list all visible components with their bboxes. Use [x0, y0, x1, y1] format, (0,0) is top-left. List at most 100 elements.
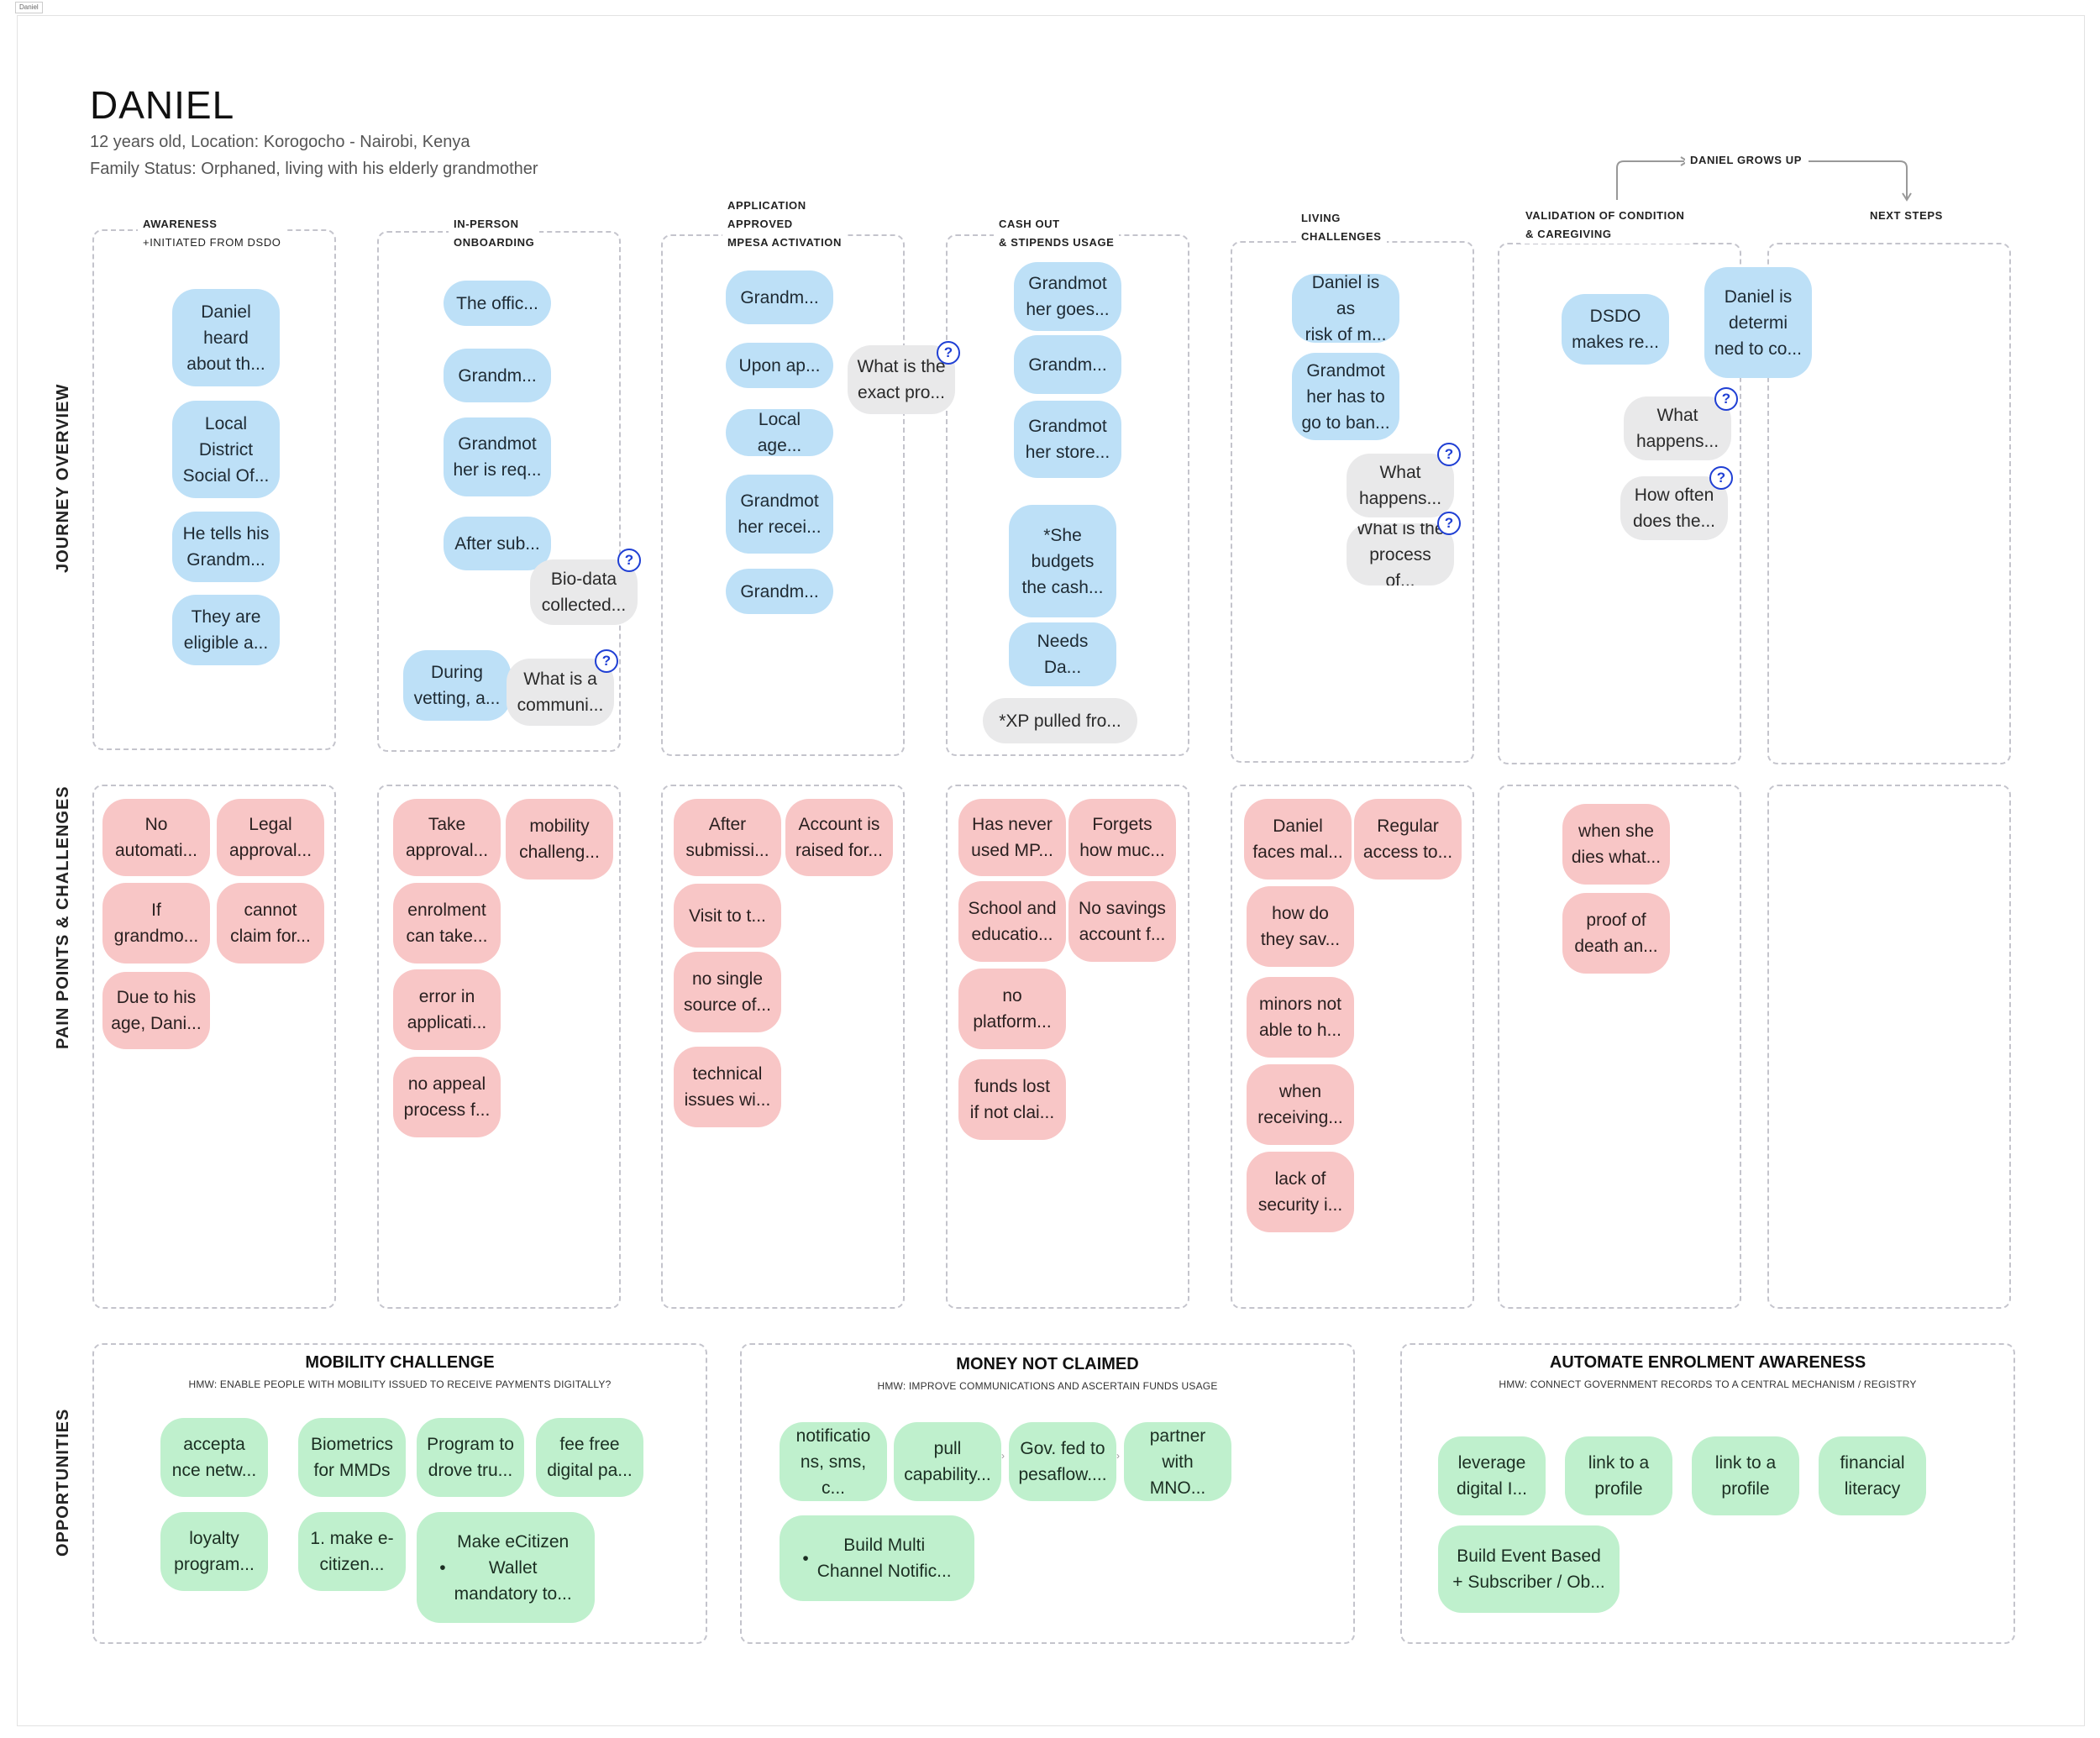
- stage-header-validation: VALIDATION OF CONDITION & CAREGIVING: [1520, 207, 1690, 244]
- question-icon: ?: [1714, 387, 1738, 411]
- pain-card[interactable]: No automati...: [102, 799, 210, 876]
- journey-card[interactable]: He tells his Grandm...: [172, 512, 280, 582]
- pain-card[interactable]: no single source of...: [674, 952, 781, 1032]
- opportunity-card[interactable]: pull capability...: [894, 1422, 1001, 1501]
- journey-card[interactable]: Grandm...: [444, 349, 551, 402]
- pain-card[interactable]: proof of death an...: [1562, 893, 1670, 974]
- opportunity-card[interactable]: Biometrics for MMDs: [298, 1418, 406, 1497]
- pain-card[interactable]: Daniel faces mal...: [1244, 799, 1352, 880]
- journey-card[interactable]: Daniel is as risk of m...: [1292, 274, 1399, 343]
- question-icon: ?: [1709, 466, 1733, 490]
- pain-card[interactable]: Take approval...: [393, 799, 501, 876]
- journey-card[interactable]: The offic...: [444, 281, 551, 326]
- pain-card[interactable]: technical issues wi...: [674, 1047, 781, 1127]
- journey-card[interactable]: Local District Social Of...: [172, 401, 280, 498]
- pain-card[interactable]: minors not able to h...: [1247, 977, 1354, 1058]
- pain-card[interactable]: no platform...: [958, 969, 1066, 1049]
- journey-card[interactable]: During vetting, a...: [403, 650, 511, 721]
- opportunity-card[interactable]: leverage digital I...: [1438, 1436, 1546, 1515]
- connector-arrow: ›: [1116, 1450, 1120, 1462]
- question-icon: ?: [1437, 512, 1461, 535]
- stage-header-living: LIVING CHALLENGES: [1296, 209, 1387, 246]
- opportunity-card[interactable]: Build Event Based + Subscriber / Ob...: [1438, 1525, 1620, 1613]
- question-card[interactable]: What happens...: [1347, 454, 1454, 517]
- pain-card[interactable]: Has never used MP...: [958, 799, 1066, 876]
- opportunity-card[interactable]: fee free digital pa...: [536, 1418, 643, 1497]
- pain-card[interactable]: Regular access to...: [1354, 799, 1462, 880]
- opportunity-card[interactable]: Program to drove tru...: [417, 1418, 524, 1497]
- opportunity-card[interactable]: notificatio ns, sms, c...: [780, 1422, 887, 1501]
- journey-card[interactable]: They are eligible a...: [172, 595, 280, 665]
- journey-card[interactable]: Grandmot her has to go to ban...: [1292, 353, 1399, 440]
- question-card[interactable]: What is a communi...: [507, 659, 614, 726]
- journey-card[interactable]: Upon ap...: [726, 343, 833, 388]
- persona-name: DANIEL: [90, 83, 235, 127]
- pain-card[interactable]: error in applicati...: [393, 969, 501, 1050]
- pain-card[interactable]: Forgets how muc...: [1068, 799, 1176, 876]
- pain-card[interactable]: Account is raised for...: [785, 799, 893, 876]
- pain-card[interactable]: how do they sav...: [1247, 886, 1354, 967]
- opportunity-hmw: HMW: IMPROVE COMMUNICATIONS AND ASCERTAI…: [877, 1380, 1218, 1392]
- opportunity-automate-enrolment: AUTOMATE ENROLMENT AWARENESS HMW: CONNEC…: [1400, 1343, 2015, 1644]
- journey-card[interactable]: Local age...: [726, 409, 833, 456]
- pain-card[interactable]: If grandmo...: [102, 883, 210, 964]
- opportunity-card[interactable]: loyalty program...: [160, 1512, 268, 1591]
- stage-living-pain: [1231, 785, 1474, 1309]
- grows-up-label: DANIEL GROWS UP: [1685, 154, 1807, 166]
- journey-card[interactable]: Grandmot her goes...: [1014, 262, 1121, 331]
- stage-approval-pain: [661, 785, 905, 1309]
- pain-card[interactable]: Due to his age, Dani...: [102, 972, 210, 1049]
- journey-card[interactable]: Grandm...: [726, 569, 833, 614]
- question-card[interactable]: What happens...: [1624, 396, 1731, 460]
- pain-card[interactable]: No savings account f...: [1068, 881, 1176, 962]
- question-icon: ?: [617, 549, 641, 572]
- pain-card[interactable]: enrolment can take...: [393, 883, 501, 964]
- question-card[interactable]: How often does the...: [1620, 476, 1728, 540]
- pain-card[interactable]: mobility challeng...: [506, 799, 613, 880]
- opportunity-card[interactable]: Gov. fed to pesaflow....: [1009, 1422, 1116, 1501]
- question-icon: ?: [937, 341, 960, 365]
- journey-card[interactable]: Daniel heard about th...: [172, 289, 280, 386]
- opportunity-card[interactable]: 1. make e- citizen...: [298, 1512, 406, 1591]
- opportunity-card[interactable]: accepta nce netw...: [160, 1418, 268, 1497]
- stage-header-approval: APPLICATION APPROVED MPESA ACTIVATION: [722, 197, 847, 252]
- journey-card[interactable]: Daniel is determi ned to co...: [1704, 267, 1812, 378]
- row-label-journey: JOURNEY OVERVIEW: [54, 383, 72, 573]
- stage-header-onboarding: IN-PERSON ONBOARDING: [449, 215, 540, 252]
- journey-card[interactable]: Grandm...: [726, 270, 833, 324]
- journey-card[interactable]: Grandmot her is req...: [444, 417, 551, 496]
- pain-card[interactable]: Visit to t...: [674, 884, 781, 948]
- pain-card[interactable]: when she dies what...: [1562, 804, 1670, 885]
- journey-card[interactable]: Needs Da...: [1009, 622, 1116, 686]
- journey-card[interactable]: DSDO makes re...: [1562, 294, 1669, 365]
- pain-card[interactable]: Legal approval...: [217, 799, 324, 876]
- journey-card[interactable]: Grandmot her store...: [1014, 401, 1121, 478]
- opportunity-card[interactable]: Build Multi Channel Notific...: [780, 1515, 974, 1601]
- question-card[interactable]: Bio-data collected...: [530, 559, 638, 625]
- journey-card[interactable]: *She budgets the cash...: [1009, 505, 1116, 617]
- pain-card[interactable]: when receiving...: [1247, 1064, 1354, 1145]
- stage-title: AWARENESS: [143, 218, 218, 230]
- opportunity-card[interactable]: partner with MNO...: [1124, 1422, 1231, 1501]
- question-card[interactable]: What is the process of...: [1347, 523, 1454, 585]
- opportunity-money-not-claimed: MONEY NOT CLAIMED HMW: IMPROVE COMMUNICA…: [740, 1343, 1355, 1644]
- pain-card[interactable]: lack of security i...: [1247, 1152, 1354, 1232]
- journey-card[interactable]: After sub...: [444, 517, 551, 570]
- opportunity-card[interactable]: Make eCitizen Wallet mandatory to...: [417, 1512, 595, 1623]
- pain-card[interactable]: School and educatio...: [958, 881, 1066, 962]
- opportunity-hmw: HMW: ENABLE PEOPLE WITH MOBILITY ISSUED …: [188, 1378, 612, 1390]
- pain-card[interactable]: After submissi...: [674, 799, 781, 876]
- stage-cashout-pain: [946, 785, 1189, 1309]
- opportunity-card[interactable]: financial literacy: [1819, 1436, 1926, 1515]
- pain-card[interactable]: no appeal process f...: [393, 1057, 501, 1137]
- pain-card[interactable]: funds lost if not clai...: [958, 1059, 1066, 1140]
- journey-card[interactable]: Grandm...: [1014, 335, 1121, 394]
- journey-card[interactable]: Grandmot her recei...: [726, 475, 833, 554]
- opportunity-card[interactable]: link to a profile: [1565, 1436, 1672, 1515]
- row-label-pain-points: PAIN POINTS & CHALLENGES: [54, 785, 72, 1049]
- pain-card[interactable]: cannot claim for...: [217, 883, 324, 964]
- stage-header-awareness: AWARENESS +INITIATED FROM DSDO: [138, 215, 286, 252]
- question-card[interactable]: *XP pulled fro...: [983, 698, 1137, 743]
- stage-subtitle: +INITIATED FROM DSDO: [143, 236, 281, 249]
- opportunity-card[interactable]: link to a profile: [1692, 1436, 1799, 1515]
